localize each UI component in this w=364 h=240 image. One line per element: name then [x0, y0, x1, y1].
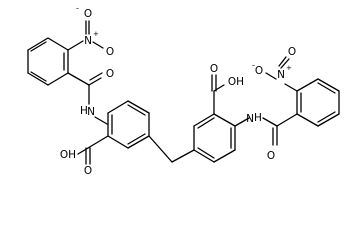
nitro-1-oxygen-double: O [84, 8, 92, 20]
nitro-1-oxygen-minus-sign: - [76, 4, 79, 13]
acid-right-hydroxyl: OH [228, 76, 244, 88]
nitro-1-nitrogen-plus-sign: + [93, 30, 99, 38]
nitro-2-oxygen-minus-sign: - [252, 61, 255, 70]
nitro-2-nitrogen: N [277, 69, 285, 81]
amide-left-nitrogen: N [87, 106, 95, 118]
amide-right-hydrogen: H [254, 112, 262, 124]
atom-labels: - O N + O O H N OH O O OH N H O O N + O … [60, 4, 296, 178]
nitro-2-oxygen-double: O [288, 46, 296, 58]
acid-left-oxygen-double: O [84, 165, 92, 177]
nitro-2-oxygen-single: O [255, 65, 263, 77]
amide-right-nitrogen: N [246, 113, 254, 125]
nitro-1-nitrogen: N [84, 35, 92, 47]
acid-left-hydroxyl: OH [60, 149, 76, 161]
amide-right-oxygen: O [267, 150, 275, 162]
amide-left-oxygen: O [106, 68, 114, 80]
amide-left-hydrogen: H [80, 105, 88, 117]
acid-right-oxygen-double: O [210, 63, 218, 75]
nitro-1-oxygen-single: O [106, 46, 114, 58]
chemical-structure-diagram: - O N + O O H N OH O O OH N H O O N + O … [27, 4, 340, 178]
nitro-2-nitrogen-plus-sign: + [286, 64, 292, 72]
bond-lines [27, 20, 340, 165]
